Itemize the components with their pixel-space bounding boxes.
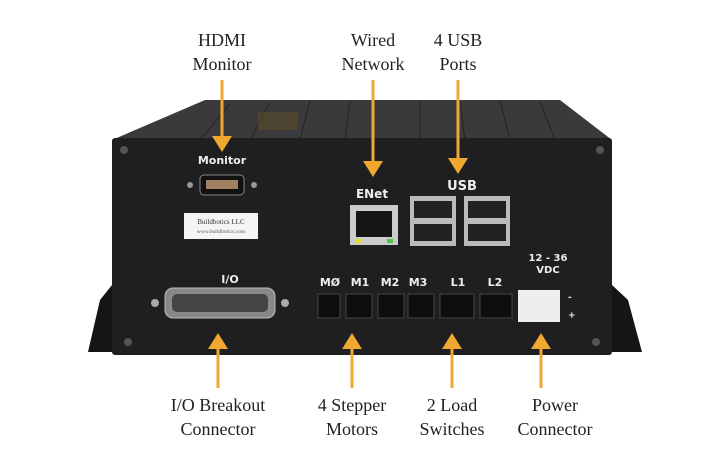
- ethernet-socket: [356, 211, 392, 237]
- monitor-label: Monitor: [198, 154, 247, 167]
- heatsink-top: [112, 100, 612, 140]
- led-green: [387, 239, 393, 243]
- callout-line: Wired: [350, 30, 396, 50]
- callout-hdmi-monitor: HDMI Monitor: [192, 28, 251, 76]
- callout-line: Connector: [180, 419, 256, 439]
- callout-line: HDMI: [197, 30, 246, 50]
- mounting-flange-left: [88, 285, 112, 352]
- screw-icon: [592, 338, 600, 346]
- port-label-m3: M3: [409, 276, 428, 289]
- sticker-company: Buildbotics LLC: [197, 218, 245, 226]
- minus-label: -: [568, 293, 572, 303]
- screw-icon: [596, 146, 604, 154]
- port-label-m0: MØ: [320, 276, 341, 289]
- top-logo-plate: [258, 112, 298, 130]
- power-connector: [518, 290, 560, 322]
- callout-line: 4 USB: [433, 30, 483, 50]
- mounting-flange-right: [612, 285, 642, 352]
- arrow-head-icon: [531, 333, 551, 349]
- plus-label: +: [568, 311, 576, 321]
- callout-line: 2 Load: [426, 395, 478, 415]
- arrow-head-icon: [363, 161, 383, 177]
- callout-line: Motors: [325, 419, 379, 439]
- enet-label: ENet: [356, 187, 388, 201]
- port-label-m2: M2: [381, 276, 400, 289]
- screw-icon: [281, 299, 289, 307]
- callout-line: Connector: [517, 419, 593, 439]
- arrow-head-icon: [442, 333, 462, 349]
- screw-icon: [187, 182, 193, 188]
- voltage-label: 12 - 36: [529, 253, 568, 264]
- usb-ports: [410, 196, 510, 246]
- usb-label: USB: [447, 179, 477, 194]
- sticker-url: www.buildbotics.com: [197, 229, 246, 235]
- callout-line: Power: [531, 395, 578, 415]
- callout-line: Switches: [419, 419, 485, 439]
- vdc-label: VDC: [536, 265, 559, 276]
- arrow-head-icon: [208, 333, 228, 349]
- callout-line: Monitor: [192, 54, 252, 74]
- port-label-l1: L1: [451, 276, 466, 289]
- screw-icon: [251, 182, 257, 188]
- hdmi-port-contacts: [206, 180, 238, 189]
- screw-icon: [124, 338, 132, 346]
- io-label: I/O: [221, 273, 238, 286]
- front-panel: [112, 138, 612, 355]
- callout-line: Ports: [439, 54, 477, 74]
- callout-usb-ports: 4 USB Ports: [434, 28, 483, 76]
- arrow-head-icon: [342, 333, 362, 349]
- motor-switch-connectors: [317, 293, 513, 319]
- screw-icon: [151, 299, 159, 307]
- arrow-head-icon: [212, 136, 232, 152]
- sticker: [184, 213, 258, 239]
- screw-icon: [120, 146, 128, 154]
- port-label-m1: M1: [351, 276, 370, 289]
- callout-line: 4 Stepper: [317, 395, 387, 415]
- arrow-head-icon: [448, 158, 468, 174]
- port-label-l2: L2: [488, 276, 503, 289]
- callout-line: I/O Breakout: [170, 395, 266, 415]
- callout-line: Network: [341, 54, 405, 74]
- led-yellow: [355, 239, 361, 243]
